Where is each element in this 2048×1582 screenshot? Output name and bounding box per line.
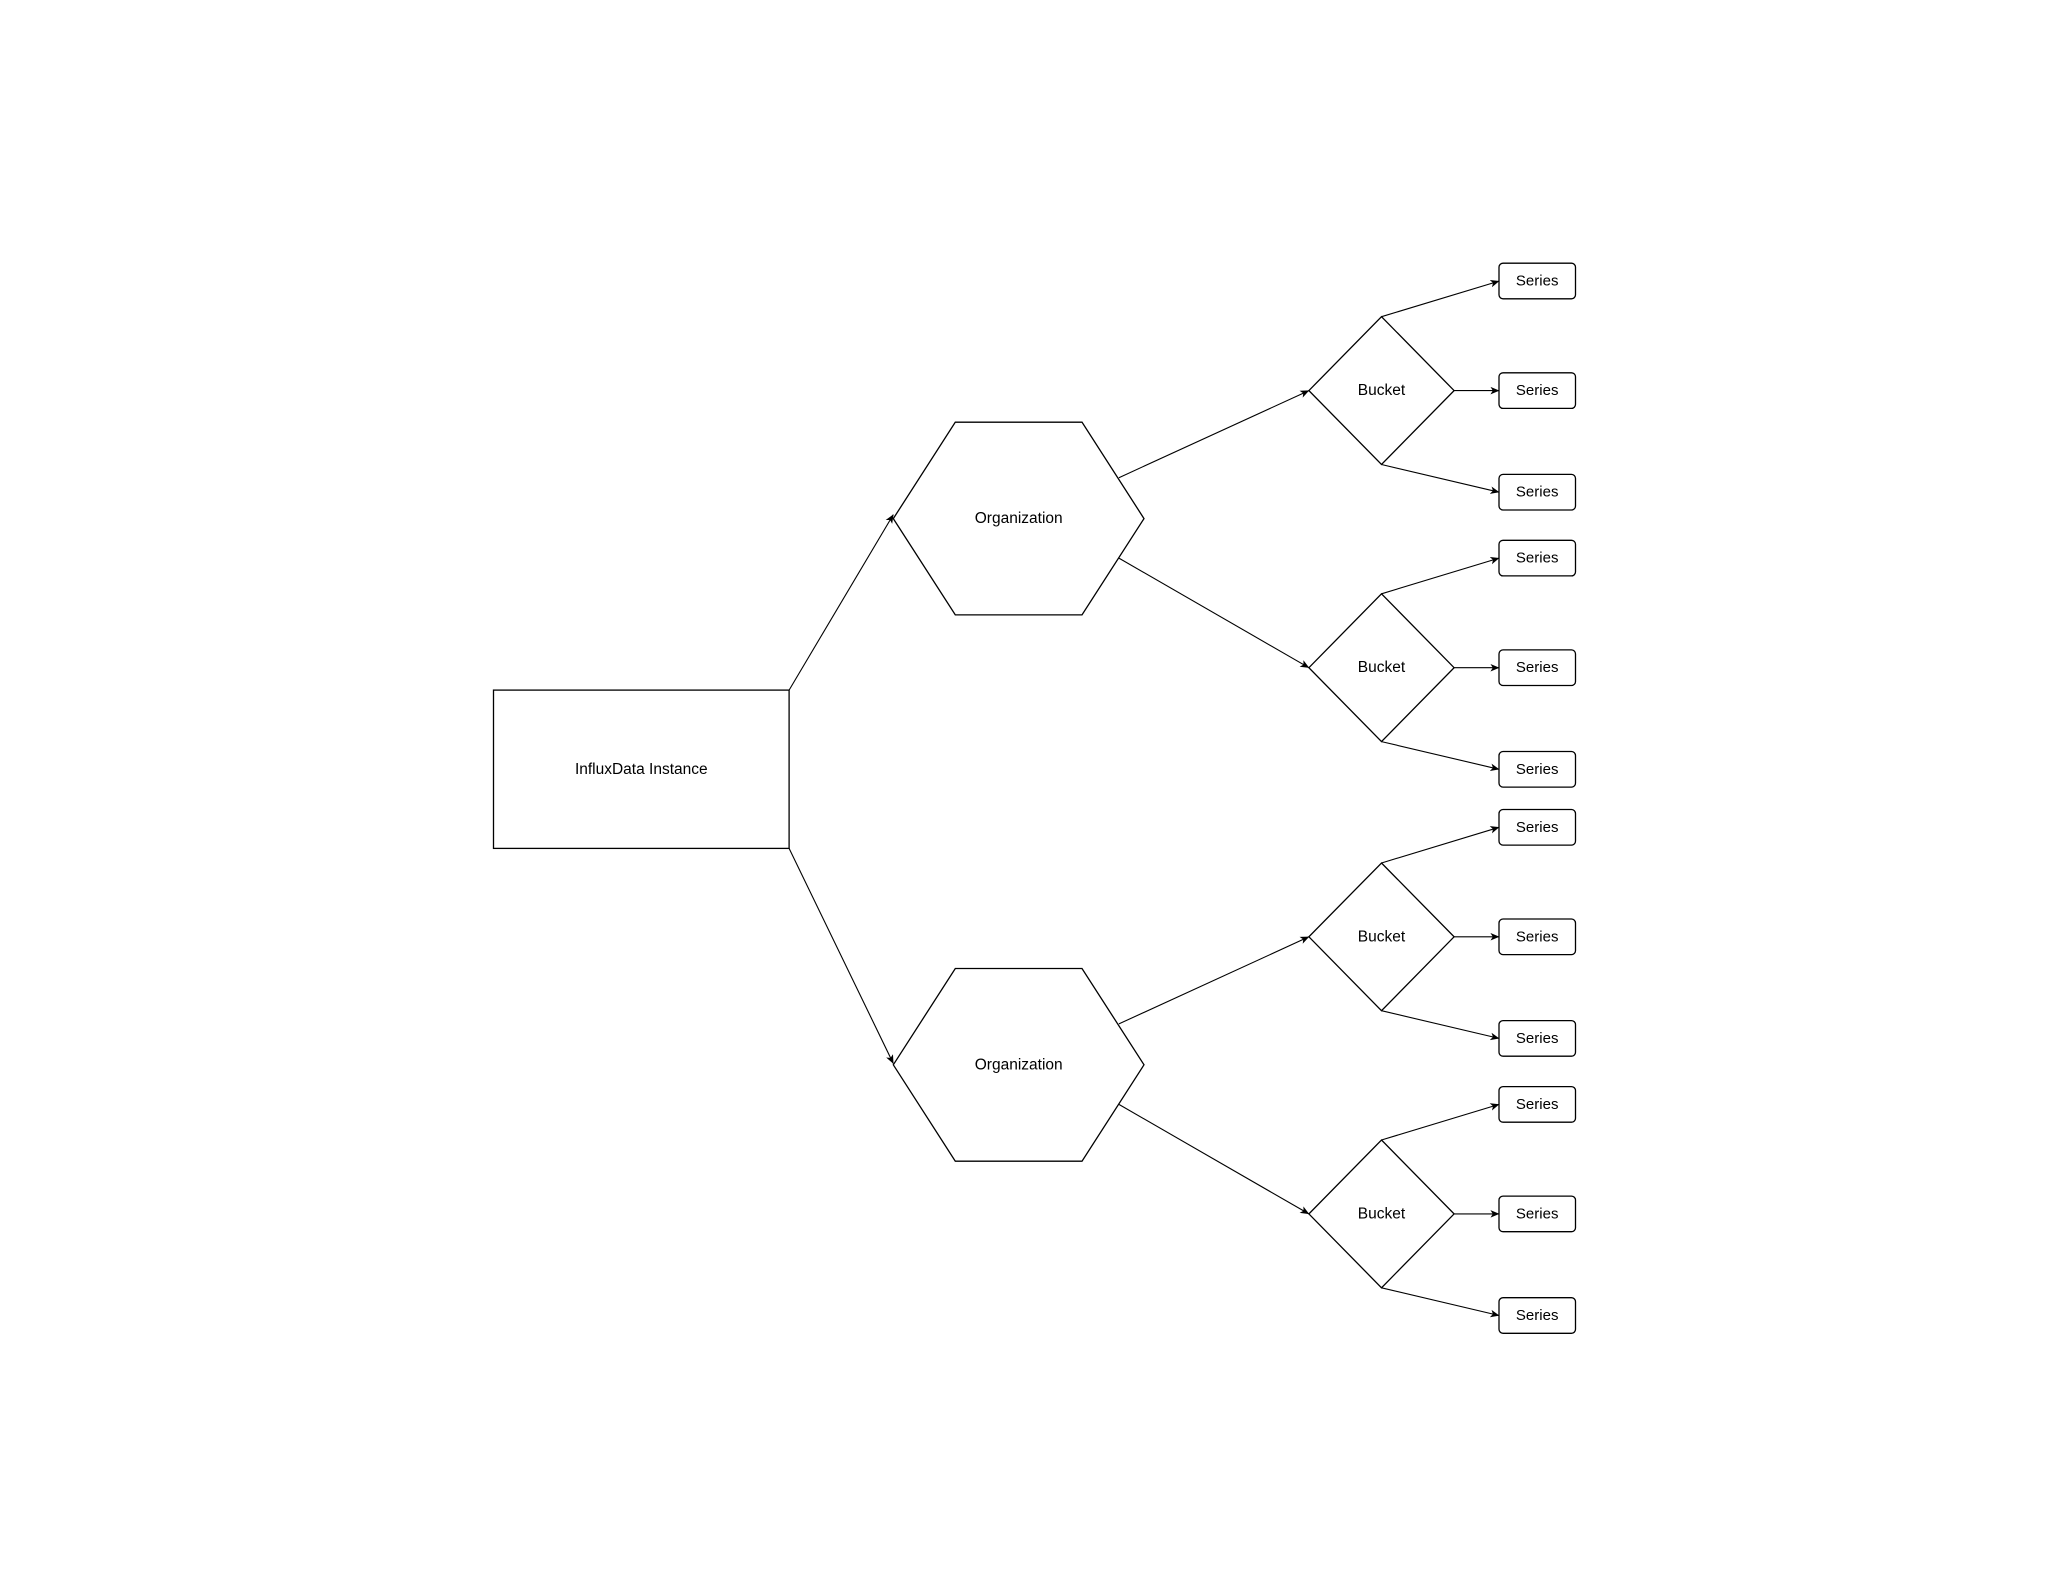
influxdata-instance-label: InfluxData Instance bbox=[575, 761, 708, 778]
org1-bucket-1-series-1-node[interactable] bbox=[1498, 262, 1577, 300]
org1-bucket-1-label: Bucket bbox=[1358, 382, 1406, 399]
org2-bucket-2-node[interactable] bbox=[1307, 1139, 1456, 1289]
org1-bucket-2-series-1-node[interactable] bbox=[1498, 539, 1577, 577]
org1-bucket-2-series-1-label: Series bbox=[1516, 550, 1559, 567]
org1-bucket-2-node[interactable] bbox=[1307, 592, 1456, 743]
organization-node-1[interactable] bbox=[892, 421, 1145, 616]
edge-org2-bucket-2-series-1 bbox=[1381, 1103, 1500, 1141]
org2-bucket-2-series-3-node[interactable] bbox=[1498, 1297, 1577, 1334]
edge-instance-to-organization-2 bbox=[788, 848, 894, 1064]
org1-bucket-2-series-2-label: Series bbox=[1516, 659, 1559, 676]
org1-bucket-2-series-3-label: Series bbox=[1516, 761, 1559, 778]
org2-bucket-1-series-1-node[interactable] bbox=[1498, 808, 1577, 846]
org2-bucket-2-series-2-node[interactable] bbox=[1498, 1195, 1577, 1233]
edge-org2-bucket-2 bbox=[1118, 1103, 1310, 1215]
edge-org2-bucket-1-series-3 bbox=[1381, 1010, 1500, 1041]
org2-bucket-2-series-3-label: Series bbox=[1516, 1307, 1559, 1324]
org2-bucket-1-series-1-label: Series bbox=[1516, 819, 1559, 836]
edge-org1-bucket-2 bbox=[1118, 557, 1310, 669]
edge-org1-bucket-1-series-1 bbox=[1381, 279, 1500, 318]
org1-bucket-1-series-1-label: Series bbox=[1516, 273, 1559, 290]
edge-org2-bucket-1-series-1 bbox=[1381, 826, 1500, 864]
org2-bucket-1-series-2-label: Series bbox=[1516, 928, 1559, 945]
org2-bucket-1-series-3-label: Series bbox=[1516, 1030, 1559, 1047]
org2-bucket-2-series-2-label: Series bbox=[1516, 1205, 1559, 1222]
edge-org1-bucket-2-series-3 bbox=[1381, 741, 1500, 772]
edge-org1-bucket-1 bbox=[1118, 390, 1310, 479]
edge-org1-bucket-2-series-1 bbox=[1381, 556, 1500, 595]
org2-bucket-2-series-1-label: Series bbox=[1516, 1096, 1559, 1113]
org1-bucket-1-node[interactable] bbox=[1307, 315, 1456, 466]
org2-bucket-1-series-3-node[interactable] bbox=[1498, 1019, 1577, 1057]
org1-bucket-2-series-3-node[interactable] bbox=[1498, 750, 1577, 788]
edge-org1-bucket-1-series-3 bbox=[1381, 463, 1500, 494]
org2-bucket-2-series-1-node[interactable] bbox=[1498, 1085, 1577, 1123]
organization-label-1: Organization bbox=[975, 510, 1063, 527]
org2-bucket-1-label: Bucket bbox=[1358, 928, 1406, 945]
connector-layer bbox=[788, 279, 1500, 1318]
influxdata-instance-node[interactable] bbox=[492, 689, 790, 850]
organization-label-2: Organization bbox=[975, 1056, 1063, 1073]
edge-org2-bucket-1 bbox=[1118, 936, 1310, 1025]
org1-bucket-2-label: Bucket bbox=[1358, 659, 1406, 676]
org1-bucket-1-series-2-node[interactable] bbox=[1498, 372, 1577, 410]
org2-bucket-2-label: Bucket bbox=[1358, 1205, 1406, 1222]
node-layer: InfluxData InstanceOrganizationBucketSer… bbox=[492, 262, 1577, 1334]
edge-org2-bucket-2-series-3 bbox=[1381, 1287, 1500, 1318]
org2-bucket-1-series-2-node[interactable] bbox=[1498, 918, 1577, 956]
organization-node-2[interactable] bbox=[892, 967, 1145, 1162]
org1-bucket-1-series-3-label: Series bbox=[1516, 484, 1559, 501]
org2-bucket-1-node[interactable] bbox=[1307, 862, 1456, 1012]
org1-bucket-1-series-3-node[interactable] bbox=[1498, 473, 1577, 511]
edge-instance-to-organization-1 bbox=[788, 514, 894, 691]
org1-bucket-1-series-2-label: Series bbox=[1516, 382, 1559, 399]
org1-bucket-2-series-2-node[interactable] bbox=[1498, 649, 1577, 687]
